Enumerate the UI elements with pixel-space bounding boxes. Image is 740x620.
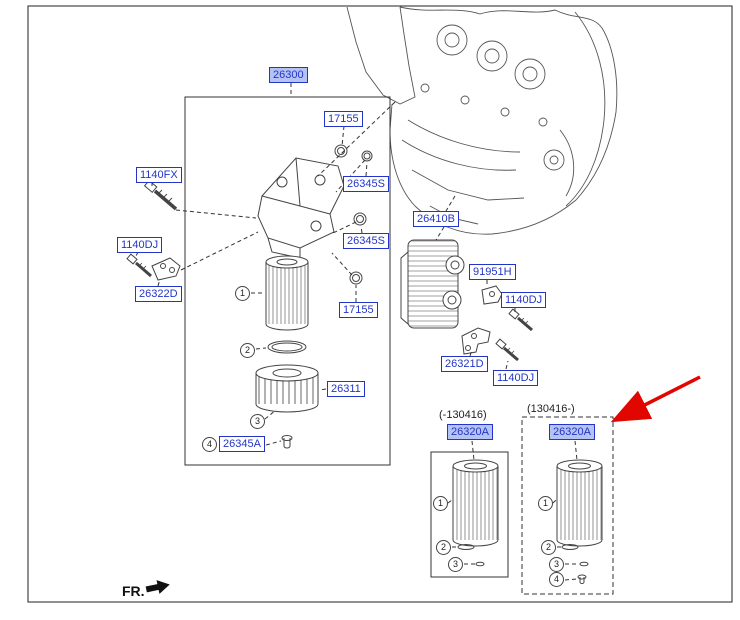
callout-2-main: 2 — [240, 343, 255, 358]
callout-4-main: 4 — [202, 437, 217, 452]
callout-1-main: 1 — [235, 286, 250, 301]
part-label-26345s-upper[interactable]: 26345S — [343, 176, 389, 192]
callout-3-old: 3 — [448, 557, 463, 572]
part-label-17155-bottom[interactable]: 17155 — [339, 302, 378, 318]
part-label-1140fx[interactable]: 1140FX — [136, 167, 182, 183]
range-label-old: (-130416) — [439, 409, 487, 421]
callout-2-old: 2 — [436, 540, 451, 555]
filter-old-drawing — [452, 459, 499, 567]
filter-new-drawing — [556, 459, 603, 584]
callout-1-old: 1 — [433, 496, 448, 511]
oring-drawing — [267, 340, 307, 354]
part-label-26320a-old[interactable]: 26320A — [447, 424, 493, 440]
bracket-26321d-drawing — [461, 327, 491, 355]
part-label-1140dj-left[interactable]: 1140DJ — [117, 237, 163, 253]
part-label-17155-top[interactable]: 17155 — [324, 111, 363, 127]
main-assembly-box — [184, 96, 391, 466]
bolt-drawing-1140fx — [143, 179, 178, 211]
bolt-drawing-1140dj-mid — [508, 308, 533, 332]
callout-4-new: 4 — [549, 572, 564, 587]
bolt-drawing-1140dj-left — [126, 253, 152, 278]
callout-3-main: 3 — [250, 414, 265, 429]
oil-cooler-drawing — [400, 239, 465, 329]
page-border — [27, 5, 733, 603]
filter-new-box — [521, 416, 614, 595]
callout-1-new: 1 — [538, 496, 553, 511]
part-label-91951h[interactable]: 91951H — [469, 264, 516, 280]
callout-3-new: 3 — [549, 557, 564, 572]
bracket-91951h-drawing — [481, 285, 503, 305]
part-label-26311[interactable]: 26311 — [327, 381, 365, 397]
part-label-1140dj-mid[interactable]: 1140DJ — [501, 292, 547, 308]
red-arrow-annotation — [610, 375, 701, 423]
filter-element-drawing — [265, 255, 309, 331]
filter-cap-drawing — [255, 364, 319, 413]
leader-lines — [134, 83, 579, 581]
range-label-new: (130416-) — [527, 403, 575, 415]
part-label-26345s-lower[interactable]: 26345S — [343, 233, 389, 249]
drain-plug-drawing — [281, 435, 293, 449]
part-label-26321d[interactable]: 26321D — [441, 356, 488, 372]
part-label-26320a-new[interactable]: 26320A — [549, 424, 595, 440]
bracket-26322d-drawing — [151, 257, 181, 281]
filter-old-box — [430, 451, 509, 578]
part-label-1140dj-low[interactable]: 1140DJ — [493, 370, 539, 386]
seal-ring-drawings — [334, 144, 373, 285]
filter-housing-drawing — [257, 157, 345, 259]
part-label-26410b[interactable]: 26410B — [413, 211, 459, 227]
part-label-26345a[interactable]: 26345A — [219, 436, 265, 452]
engine-sketch — [346, 6, 618, 235]
fr-label: FR. — [122, 583, 145, 599]
part-label-26322d[interactable]: 26322D — [135, 286, 182, 302]
bolt-drawing-1140dj-low — [495, 338, 519, 362]
callout-2-new: 2 — [541, 540, 556, 555]
part-label-26300[interactable]: 26300 — [269, 67, 308, 83]
fr-direction-icon — [145, 580, 170, 594]
